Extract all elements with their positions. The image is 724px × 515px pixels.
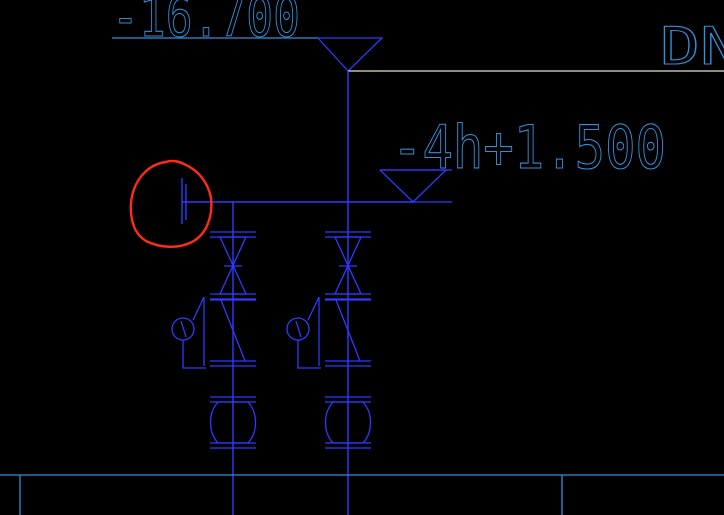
top-elevation-marker <box>317 37 384 72</box>
left-flexible-joint <box>209 396 257 449</box>
pipe-elevation-label: -4h+1.500 <box>392 113 666 183</box>
left-pressure-gauge-icon <box>171 317 206 369</box>
left-check-valve <box>192 296 256 367</box>
top-elevation-label: -16.700 <box>112 0 300 50</box>
pipe-end-cap <box>181 178 187 224</box>
right-check-valve <box>307 296 371 367</box>
pipe-elevation-marker <box>379 169 448 203</box>
right-pressure-gauge-icon <box>286 317 321 369</box>
right-gate-valve <box>325 231 371 300</box>
red-circle-annotation <box>129 159 213 248</box>
bottom-tank-outline <box>0 474 724 515</box>
left-gate-valve <box>210 231 256 300</box>
edge-text-dn: DN <box>660 17 724 77</box>
right-flexible-joint <box>324 396 372 449</box>
